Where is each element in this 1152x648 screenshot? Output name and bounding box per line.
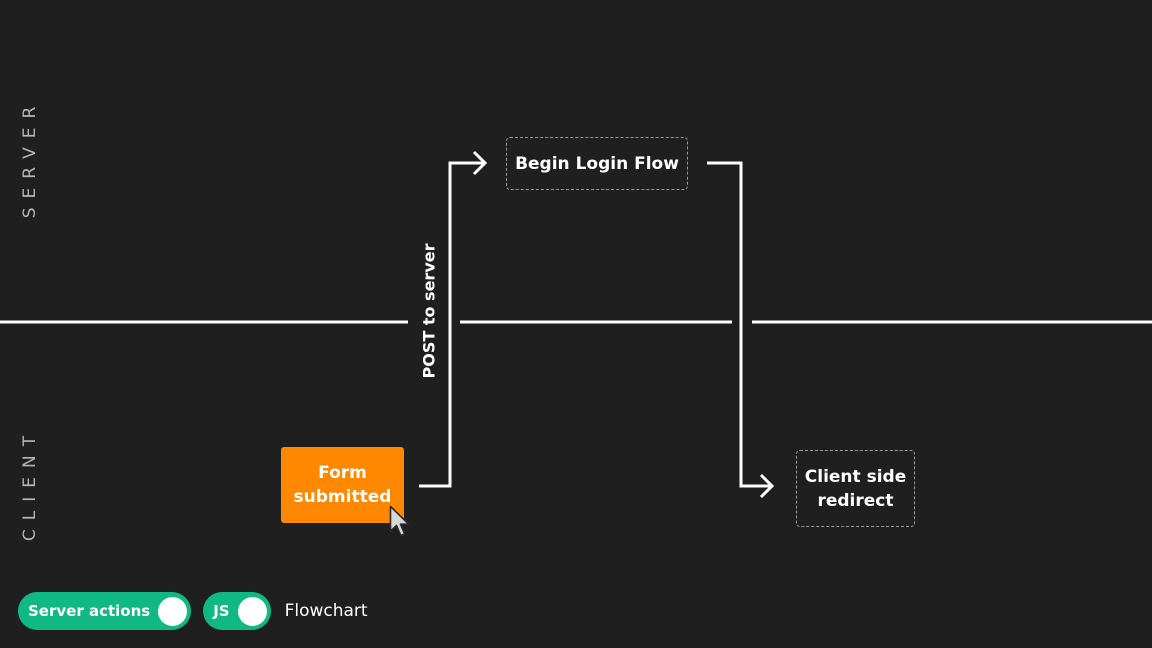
js-toggle[interactable]: JS — [203, 592, 271, 630]
form-submitted-node[interactable]: Form submitted — [281, 447, 404, 523]
view-controls: Server actions JS Flowchart — [18, 592, 368, 630]
client-redirect-line-1: Client side — [804, 466, 907, 487]
server-actions-toggle-label: Server actions — [28, 602, 151, 620]
client-side-redirect-node: Client side redirect — [796, 450, 915, 527]
form-submitted-line-2: submitted — [293, 487, 392, 507]
post-connector — [419, 161, 484, 488]
form-submitted-line-1: Form — [318, 463, 367, 483]
server-actions-toggle[interactable]: Server actions — [18, 592, 192, 630]
toggle-knob — [158, 596, 188, 626]
redirect-arrowhead — [759, 473, 775, 499]
toggle-knob — [237, 596, 267, 626]
begin-login-flow-node: Begin Login Flow — [506, 137, 688, 190]
begin-login-flow-label: Begin Login Flow — [515, 153, 679, 174]
mouse-pointer-icon — [389, 505, 410, 537]
post-arrowhead — [472, 150, 488, 176]
js-toggle-label: JS — [213, 602, 230, 620]
redirect-connector — [707, 161, 771, 488]
client-redirect-line-2: redirect — [817, 490, 894, 511]
flowchart-view-label: Flowchart — [284, 601, 368, 621]
post-to-server-label: POST to server — [419, 243, 439, 379]
